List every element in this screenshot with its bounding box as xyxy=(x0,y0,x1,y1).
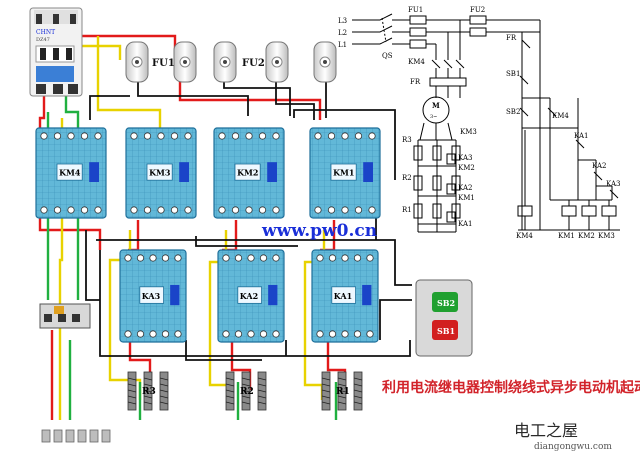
fuse-row: FU1 FU2 xyxy=(125,41,337,83)
label-fr: FR xyxy=(410,78,421,86)
label-ka3-contact: KA3 xyxy=(606,180,620,188)
contactor-km2-label: KM2 xyxy=(237,168,258,178)
label-motor: M xyxy=(432,101,440,110)
sb1-button[interactable] xyxy=(432,320,458,340)
fuse-icon xyxy=(313,41,337,83)
fu2-label: FU2 xyxy=(242,58,265,69)
label-fr-ctrl: FR xyxy=(506,34,517,42)
fuse-icon xyxy=(213,41,237,83)
website-label: www.pw0.cn xyxy=(261,221,377,241)
contactor-km4: KM4 xyxy=(35,127,107,219)
label-fu2: FU2 xyxy=(470,6,485,14)
label-l2: L2 xyxy=(338,29,347,37)
relay-ka1-label: KA1 xyxy=(334,291,352,301)
label-r3: R3 xyxy=(402,136,412,144)
label-r1: R1 xyxy=(402,206,412,214)
label-l3: L3 xyxy=(338,17,347,25)
button-box: SB2 SB1 xyxy=(415,279,473,357)
coil-label: KM3 xyxy=(598,232,615,240)
circuit-breaker: CHNT DZ47 xyxy=(29,7,83,97)
relay-ka2-label: KA2 xyxy=(240,291,258,301)
relay-ka3: KA3 xyxy=(119,249,187,343)
watermark-url: diangongwu.com xyxy=(534,442,612,452)
resistor-row: R3 R2 R1 xyxy=(127,371,363,411)
caption: 利用电流继电器控制绕线式异步电动机起动控制线路 xyxy=(382,379,640,396)
fuse-icon xyxy=(125,41,149,83)
label-km2: KM2 xyxy=(458,164,475,172)
resistor-label: R2 xyxy=(240,387,254,397)
thermal-relay xyxy=(39,303,91,329)
contactor-km1-label: KM1 xyxy=(333,168,354,178)
label-fu1: FU1 xyxy=(408,6,423,14)
coil-label: KM1 xyxy=(558,232,575,240)
contactor-km1: KM1 xyxy=(309,127,381,219)
label-ka1: KA1 xyxy=(458,220,472,228)
breaker-brand: CHNT xyxy=(36,29,55,36)
sb2-button[interactable] xyxy=(432,292,458,312)
fuse-icon xyxy=(265,41,289,83)
label-l1: L1 xyxy=(338,41,347,49)
label-ka3: KA3 xyxy=(458,154,472,162)
terminal-block xyxy=(41,429,111,443)
watermark-cn: 电工之屋 xyxy=(514,421,578,440)
contactor-km3: KM3 xyxy=(125,127,197,219)
label-sb2: SB2 xyxy=(506,108,520,116)
coil-label: KM2 xyxy=(578,232,595,240)
label-sb1: SB1 xyxy=(506,70,520,78)
resistor-label: R3 xyxy=(142,387,156,397)
label-km4-contact: KM4 xyxy=(552,112,569,120)
contactor-km4-label: KM4 xyxy=(59,168,81,178)
label-km4: KM4 xyxy=(408,58,425,66)
label-ka2: KA2 xyxy=(458,184,472,192)
label-qs: QS xyxy=(382,52,393,60)
contactor-km3-label: KM3 xyxy=(149,168,171,178)
fu1-label: FU1 xyxy=(152,58,175,69)
relay-ka1: KA1 xyxy=(311,249,379,343)
schematic-labels: L3 L2 L1 QS FU1 FU2 KM4 FR M 3~ KM3 KA3 … xyxy=(338,6,620,240)
contactor-km2: KM2 xyxy=(213,127,285,219)
label-ka1-contact: KA1 xyxy=(574,132,588,140)
breaker-label: DZ47 xyxy=(36,37,50,43)
label-r2: R2 xyxy=(402,174,412,182)
contactor-row: KM4 KM3 KM2 KM1 xyxy=(35,127,381,219)
resistor-r2: R2 xyxy=(225,371,267,411)
watermark-logo: 电工之屋 diangongwu.com xyxy=(500,418,634,452)
relay-ka2: KA2 xyxy=(217,249,285,343)
relay-ka3-label: KA3 xyxy=(142,291,161,301)
resistor-r3: R3 xyxy=(127,371,169,411)
sb1-label: SB1 xyxy=(437,326,455,336)
label-ka2-contact: KA2 xyxy=(592,162,606,170)
fuse-icon xyxy=(173,41,197,83)
coil-label: KM4 xyxy=(516,232,533,240)
resistor-label: R1 xyxy=(336,387,350,397)
label-motor-sub: 3~ xyxy=(430,114,437,120)
schematic xyxy=(352,13,620,233)
label-km3: KM3 xyxy=(460,128,477,136)
label-km1: KM1 xyxy=(458,194,475,202)
sb2-label: SB2 xyxy=(437,298,455,308)
relay-row: KA3 KA2 KA1 xyxy=(119,249,379,343)
resistor-r1: R1 xyxy=(321,371,363,411)
